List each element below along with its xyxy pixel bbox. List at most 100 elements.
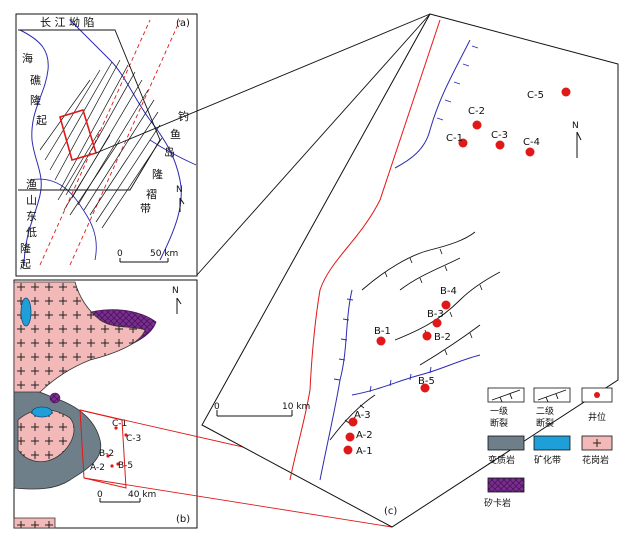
- well-marker: [495, 140, 505, 150]
- panel-a-dashed-line-1: [39, 19, 151, 266]
- well-marker: [420, 383, 430, 393]
- svg-text:起: 起: [36, 114, 47, 127]
- panel-b-tag: (b): [176, 514, 190, 525]
- well-label: C-5: [527, 90, 544, 101]
- panel-c-wells: C-5 C-2 C-1 C-3 C-4 B-4 B-3 B-1 B-2 B-5 …: [343, 87, 571, 457]
- panel-c-north-arrow: N: [572, 121, 582, 158]
- legend: 一级 断裂 二级 断裂 井位 变质岩 矿化带 花岗岩: [484, 387, 613, 509]
- panel-a-dashed-line-2: [69, 19, 181, 266]
- svg-text:礁: 礁: [30, 73, 41, 87]
- svg-text:0: 0: [117, 249, 123, 259]
- legend-skarn: 矽卡岩: [484, 477, 525, 509]
- legend-label-line: 一级: [490, 405, 508, 417]
- panel-a-label-top: 长 江 坳 陷: [40, 15, 95, 29]
- svg-text:渔: 渔: [26, 178, 37, 191]
- panel-a-fault-swarm: [39, 59, 163, 229]
- panel-c-first-order-ticks: [333, 45, 479, 393]
- panel-b-granite-bottom: [13, 517, 56, 529]
- svg-text:海: 海: [22, 51, 33, 65]
- svg-text:低: 低: [26, 226, 37, 239]
- svg-text:钓: 钓: [178, 109, 189, 123]
- panel-a-boundary-ne: [149, 139, 197, 166]
- well-marker: [458, 138, 468, 148]
- legend-label-line: 二级: [536, 405, 554, 417]
- panel-b-well-label: B-2: [99, 449, 114, 459]
- connector-line-bottom: [83, 477, 393, 528]
- legend-label-line: 断裂: [490, 417, 508, 429]
- well-marker: [432, 318, 442, 328]
- well-label: C-4: [523, 137, 540, 148]
- panel-a: 长 江 坳 陷 (a) 海 礁 隆 起 渔 山 东 低 隆 起 钓 鱼 岛 隆 …: [15, 13, 198, 277]
- connector-line-top: [95, 13, 431, 154]
- svg-text:N: N: [172, 286, 179, 296]
- panel-a-label-left-upper: 海 礁 隆 起: [22, 51, 47, 127]
- legend-second-fault: 二级 断裂: [533, 387, 571, 429]
- svg-text:40 km: 40 km: [128, 490, 156, 500]
- panel-b-well-label: B-5: [118, 461, 133, 471]
- legend-metamorphic: 变质岩: [487, 435, 525, 466]
- panel-b-well-label: C-1: [112, 419, 127, 429]
- panel-b-granite-main: [13, 281, 146, 393]
- svg-text:变质岩: 变质岩: [488, 454, 515, 466]
- well-label: B-4: [440, 286, 457, 297]
- well-marker: [472, 120, 482, 130]
- panel-b-wells: C-1 C-3 B-2 A-2 B-5: [90, 419, 141, 473]
- legend-label-line: 断裂: [536, 417, 554, 429]
- svg-text:东: 东: [26, 210, 37, 223]
- svg-text:矽卡岩: 矽卡岩: [484, 497, 511, 509]
- panel-b-scale-bar: 0 40 km: [97, 490, 156, 503]
- panel-b-well-label: C-3: [126, 434, 141, 444]
- well-label: B-3: [427, 309, 444, 320]
- well-marker: [422, 331, 432, 341]
- legend-granite: 花岗岩: [581, 435, 613, 466]
- svg-text:隆: 隆: [30, 93, 41, 107]
- svg-text:矿化带: 矿化带: [534, 454, 561, 466]
- svg-text:起: 起: [20, 258, 31, 271]
- well-marker: [343, 445, 353, 455]
- well-label: C-2: [468, 106, 485, 117]
- well-marker: [348, 417, 358, 427]
- legend-mineral-belt: 矿化带: [533, 435, 571, 466]
- well-label: C-1: [446, 133, 463, 144]
- panel-a-north-arrow: N: [176, 185, 185, 212]
- svg-text:山: 山: [26, 194, 37, 207]
- panel-a-label-right-lower: 隆 褶 带: [140, 167, 163, 215]
- well-label: A-1: [356, 446, 373, 457]
- legend-first-fault: 一级 断裂: [487, 387, 525, 429]
- panel-a-boundary-south: [29, 178, 97, 261]
- svg-text:隆: 隆: [20, 241, 31, 255]
- svg-text:花岗岩: 花岗岩: [582, 454, 609, 466]
- svg-text:褶: 褶: [146, 187, 157, 201]
- panel-c-scale-bar: 0 10 km: [214, 402, 310, 417]
- panel-a-tag: (a): [176, 18, 190, 29]
- svg-text:10 km: 10 km: [282, 402, 310, 412]
- panel-c-boundary-red: [289, 19, 441, 481]
- panel-b-mineral-belt-1: [20, 297, 32, 327]
- panel-b-north-arrow: N: [172, 286, 182, 314]
- panel-c-tag: (c): [384, 506, 397, 517]
- connector-line-top-2: [196, 13, 431, 276]
- well-label: B-1: [374, 326, 391, 337]
- well-label: B-2: [434, 332, 451, 343]
- panel-b-mineral-belt-2: [31, 406, 53, 418]
- panel-b-skarn-small: [49, 392, 61, 404]
- svg-text:N: N: [176, 185, 183, 195]
- svg-text:带: 带: [140, 202, 151, 215]
- panel-c-second-order-faults: [329, 231, 501, 441]
- svg-text:50 km: 50 km: [150, 249, 178, 259]
- svg-text:井位: 井位: [588, 411, 606, 423]
- svg-text:0: 0: [97, 490, 103, 500]
- panel-a-inset-outline: [18, 29, 161, 191]
- well-label: B-5: [418, 376, 435, 387]
- svg-text:鱼: 鱼: [170, 127, 181, 141]
- panel-a-boundary-west: [19, 29, 49, 266]
- panel-a-label-left-lower: 渔 山 东 低 隆 起: [20, 178, 37, 271]
- well-marker: [376, 336, 386, 346]
- panel-a-label-right-upper: 钓 鱼 岛: [164, 109, 189, 159]
- well-label: A-2: [356, 430, 373, 441]
- well-marker: [561, 87, 571, 97]
- svg-text:0: 0: [214, 402, 220, 412]
- svg-text:隆: 隆: [152, 167, 163, 181]
- legend-well: 井位: [581, 387, 613, 423]
- well-label: A-3: [354, 410, 371, 421]
